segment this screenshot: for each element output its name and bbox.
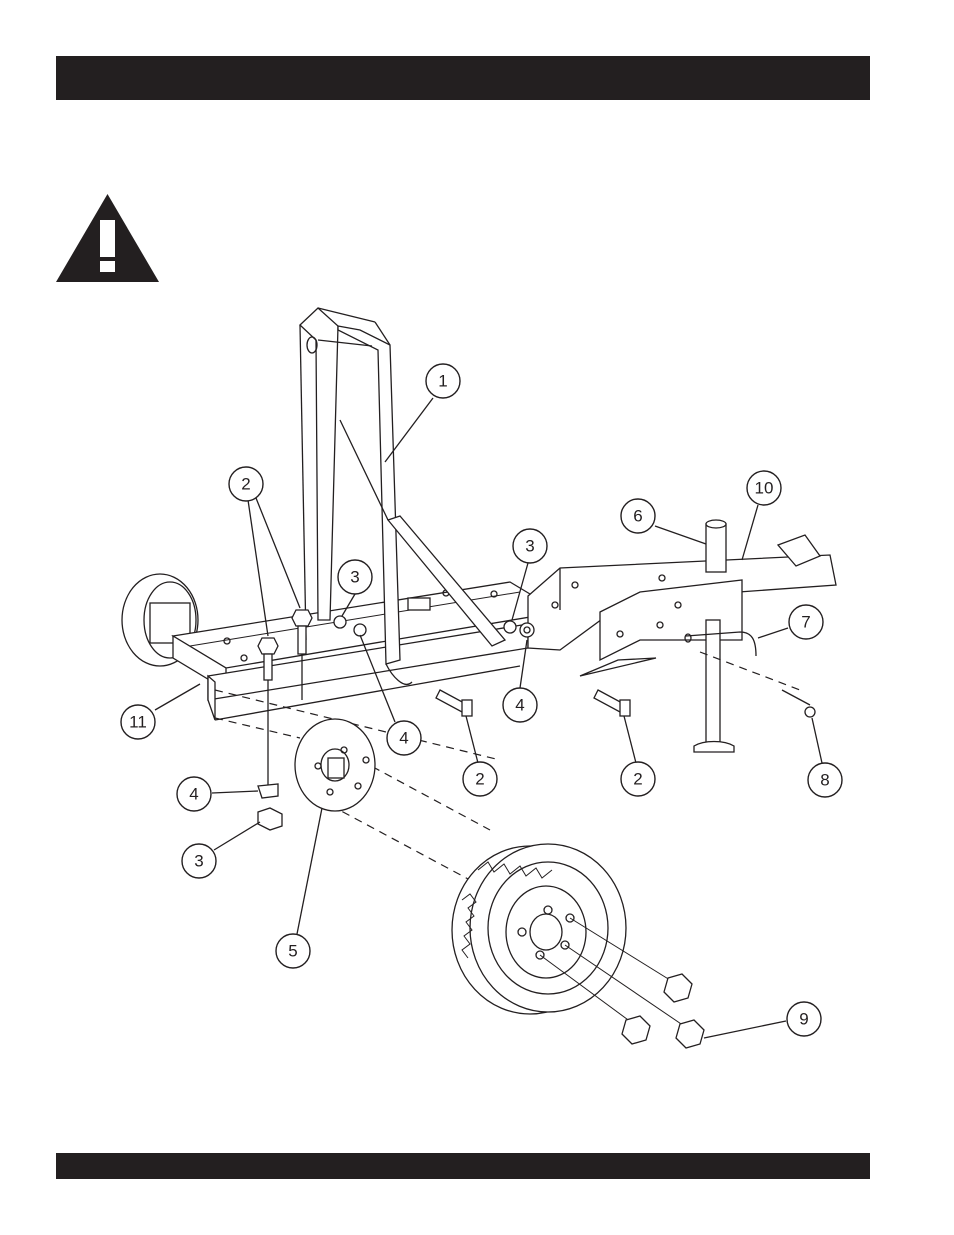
callout-4b-label: 4 (515, 696, 524, 715)
tongue (528, 535, 836, 676)
callout-10: 10 (747, 471, 781, 505)
callout-11: 11 (121, 705, 155, 739)
callout-5-label: 5 (288, 942, 297, 961)
callout-8: 8 (808, 763, 842, 797)
callout-4c: 4 (177, 777, 211, 811)
callout-1-label: 1 (438, 372, 447, 391)
callout-9: 9 (787, 1002, 821, 1036)
right-wheel (452, 844, 626, 1014)
callout-2a-label: 2 (241, 475, 250, 494)
callout-5: 5 (276, 934, 310, 968)
callout-1: 1 (426, 364, 460, 398)
callout-2a: 2 (229, 467, 263, 501)
callout-2b: 2 (463, 762, 497, 796)
callout-3a-label: 3 (350, 568, 359, 587)
callout-7: 7 (789, 605, 823, 639)
callout-7-label: 7 (801, 613, 810, 632)
callout-9-label: 9 (799, 1010, 808, 1029)
callout-8-label: 8 (820, 771, 829, 790)
footer-bar (56, 1153, 870, 1179)
callout-6-label: 6 (633, 507, 642, 526)
callout-4b: 4 (503, 688, 537, 722)
callout-4a: 4 (387, 721, 421, 755)
callout-3c: 3 (182, 844, 216, 878)
callout-6: 6 (621, 499, 655, 533)
hitch-pin (685, 632, 815, 717)
callout-4c-label: 4 (189, 785, 198, 804)
callout-4a-label: 4 (399, 729, 408, 748)
callout-11-label: 11 (129, 713, 147, 732)
axle-and-hub (215, 690, 500, 880)
callout-10-label: 10 (755, 479, 774, 498)
callout-3c-label: 3 (194, 852, 203, 871)
callout-2b-label: 2 (475, 770, 484, 789)
callout-3b-label: 3 (525, 537, 534, 556)
callout-3a: 3 (338, 560, 372, 594)
callout-2c-label: 2 (633, 770, 642, 789)
callout-3b: 3 (513, 529, 547, 563)
callout-2c: 2 (621, 762, 655, 796)
